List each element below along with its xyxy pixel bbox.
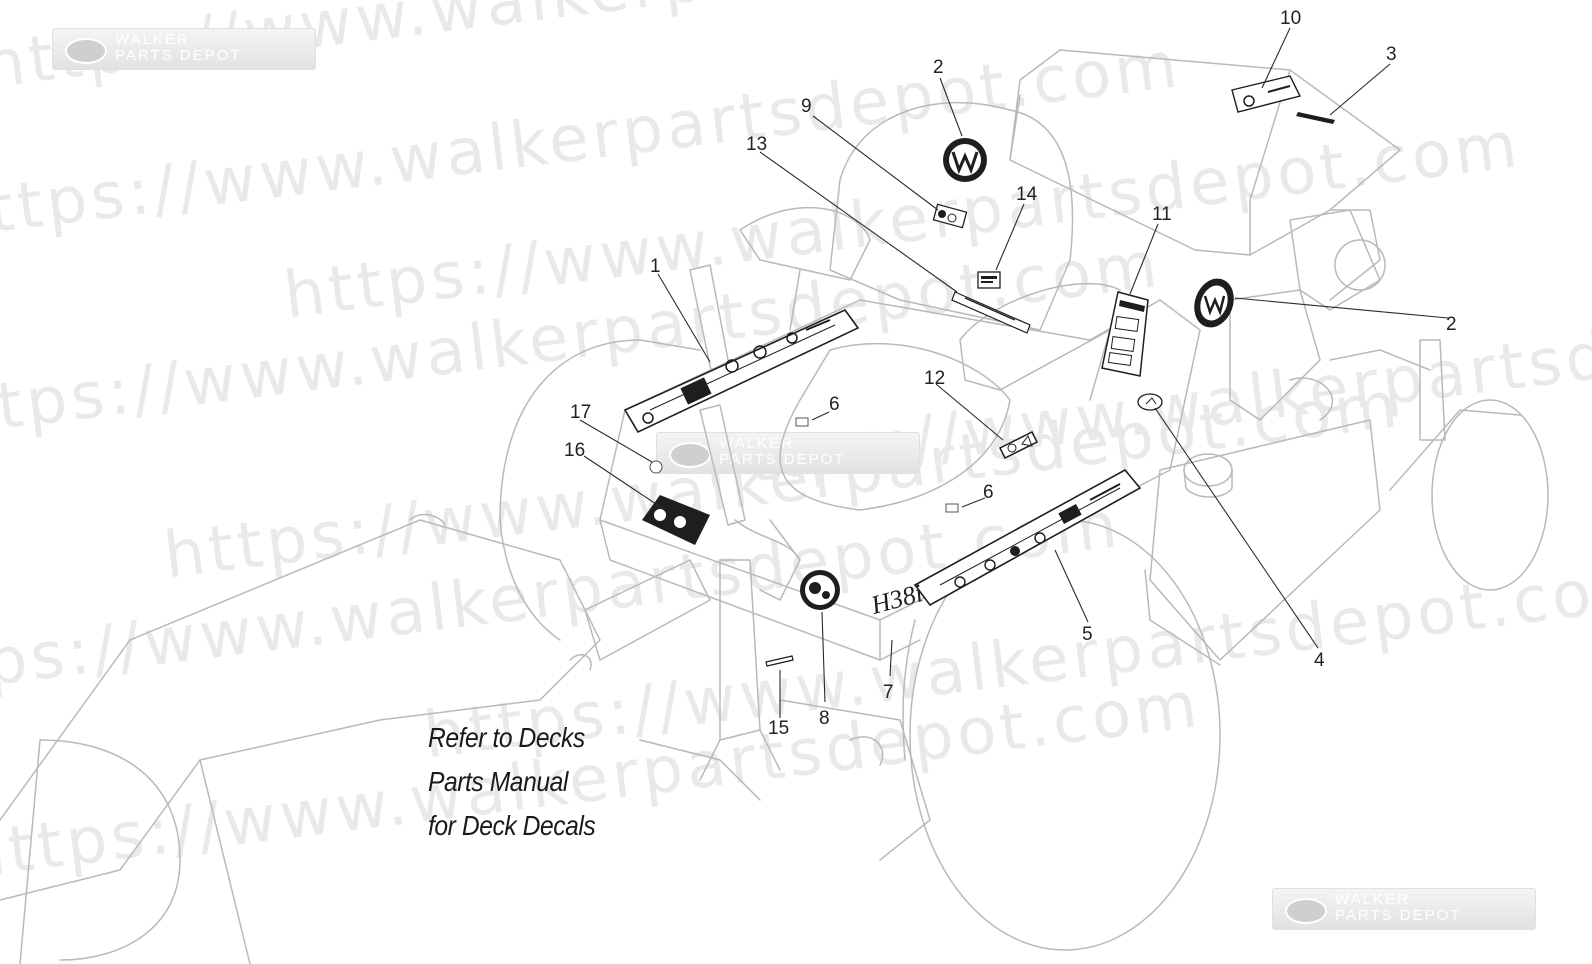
callout-9: 9 [801, 96, 812, 117]
decals: H38i [623, 75, 1335, 667]
deck-decals-note: Refer to Decks Parts Manual for Deck Dec… [428, 716, 596, 848]
decal-4 [1137, 393, 1163, 411]
decal-6 [795, 417, 809, 427]
decal-5 [913, 468, 1142, 607]
decal-logo-hood [1194, 278, 1234, 328]
decal-11 [1101, 291, 1149, 377]
walker-logo-icon [669, 442, 711, 468]
decal-12 [998, 430, 1039, 460]
decal-14 [977, 271, 1001, 289]
callout-1: 1 [650, 256, 661, 277]
callout-12: 12 [924, 368, 945, 389]
decal-17 [649, 460, 663, 474]
walker-logo-icon [1285, 898, 1327, 924]
decal-9 [932, 203, 968, 229]
callout-6: 6 [829, 394, 840, 415]
decal-8 [800, 570, 840, 610]
callout-17: 17 [570, 402, 591, 423]
note-line: Parts Manual [428, 766, 568, 797]
callout-2: 2 [1446, 314, 1457, 335]
decal-6 [945, 503, 959, 513]
decal-3 [1296, 112, 1335, 124]
callout-2: 2 [933, 57, 944, 78]
callout-10: 10 [1280, 8, 1301, 29]
callout-15: 15 [768, 718, 789, 739]
callout-7: 7 [883, 682, 894, 703]
decal-16 [642, 495, 710, 545]
callout-numbers: 1 2 2 3 4 5 6 6 7 8 9 10 11 12 13 14 15 … [564, 8, 1457, 739]
decal-1 [623, 309, 860, 434]
callout-3: 3 [1386, 44, 1397, 65]
decal-15 [765, 655, 794, 667]
callout-4: 4 [1314, 650, 1325, 671]
decal-13 [951, 291, 1031, 334]
model-mark: H38i [867, 578, 926, 620]
callout-13: 13 [746, 134, 767, 155]
callout-14: 14 [1016, 184, 1038, 205]
walker-logo-icon [65, 38, 107, 64]
callout-16: 16 [564, 440, 585, 461]
decal-logo-seat [943, 138, 987, 182]
callout-6: 6 [983, 482, 994, 503]
callout-5: 5 [1082, 624, 1093, 645]
leader-lines [579, 27, 1449, 718]
note-line: Refer to Decks [428, 722, 585, 753]
note-line: for Deck Decals [428, 810, 596, 841]
callout-8: 8 [819, 708, 830, 729]
mower-outline [0, 49, 1549, 964]
decal-10 [1231, 75, 1302, 113]
callout-11: 11 [1152, 204, 1172, 225]
